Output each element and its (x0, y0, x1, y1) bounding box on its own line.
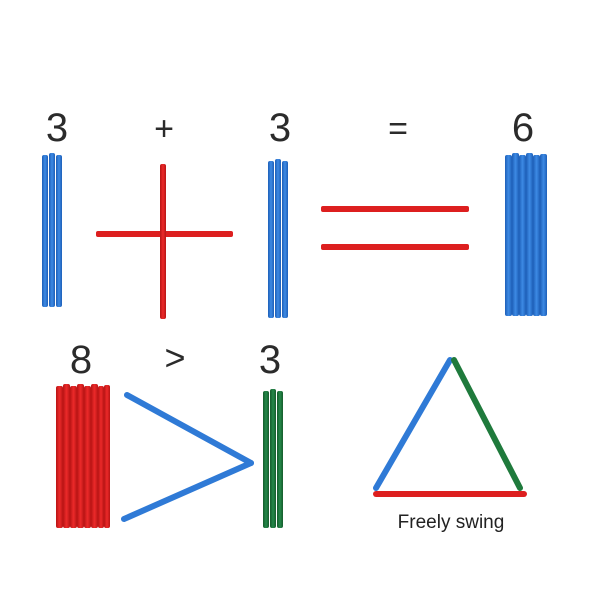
three-green-sticks (263, 389, 283, 528)
greater-than-sign: > (164, 337, 186, 378)
three-blue-sticks-right (268, 159, 288, 318)
right-number-3: 3 (268, 106, 292, 150)
result-number-6: 6 (511, 106, 535, 150)
three-blue-sticks-left (42, 153, 62, 307)
stick-triangle (373, 357, 527, 497)
blue-greater-than-sticks (121, 392, 254, 522)
comparison-left-8: 8 (69, 338, 93, 382)
left-number-3: 3 (45, 106, 69, 150)
comparison-right-3: 3 (258, 338, 282, 382)
equals-sign: = (388, 110, 408, 148)
six-blue-sticks (505, 153, 547, 316)
eight-red-sticks (56, 384, 110, 528)
red-plus-sticks (96, 164, 233, 319)
plus-sign: + (154, 110, 174, 148)
red-equals-sticks (321, 206, 469, 250)
triangle-caption: Freely swing (397, 512, 505, 533)
